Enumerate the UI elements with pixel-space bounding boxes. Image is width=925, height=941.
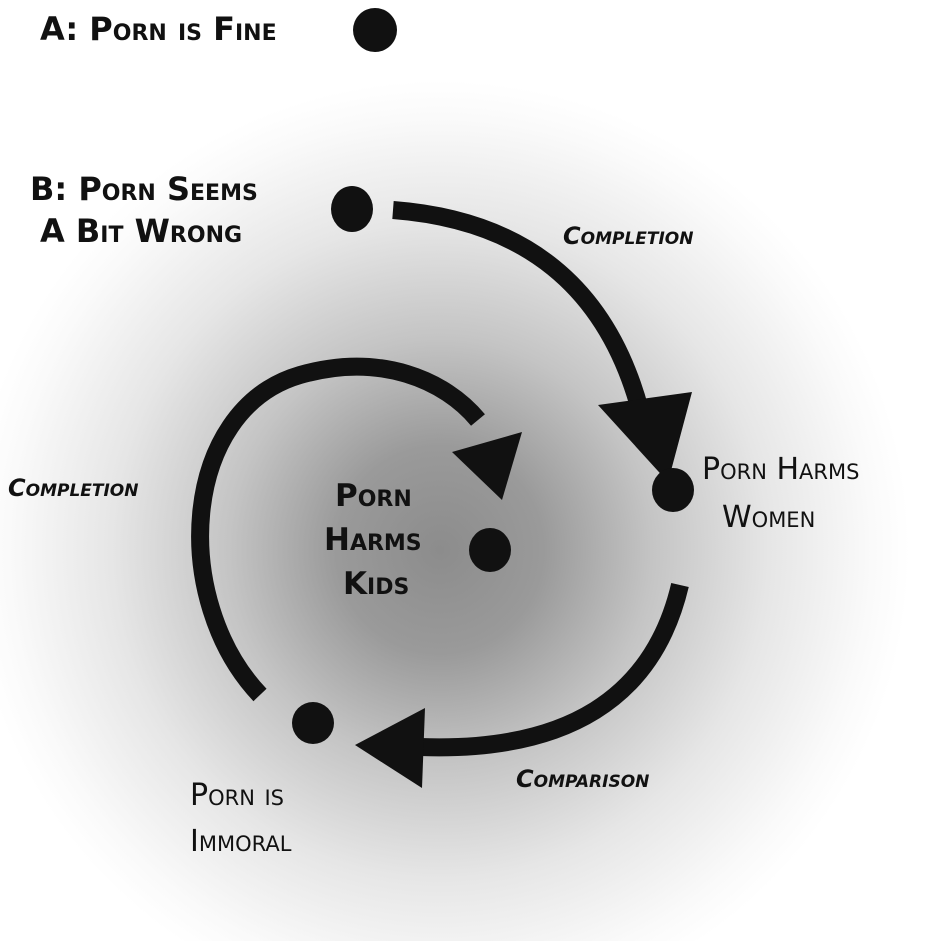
node-a-dot — [353, 8, 397, 52]
arrow-immoral-to-kids — [191, 357, 485, 702]
title-b-line2: A Bit Wrong — [40, 212, 243, 250]
edge-label-comparison: Comparison — [516, 765, 650, 793]
node-women-line1: Porn Harms — [702, 452, 860, 487]
edge-label-completion-1: Completion — [563, 222, 694, 250]
node-immoral-line2: Immoral — [190, 824, 292, 859]
arrow-women-to-immoral — [419, 582, 689, 757]
title-b-line1: B: Porn Seems — [30, 170, 258, 208]
title-a: A: Porn is Fine — [40, 10, 277, 48]
node-kids-line3: Kids — [343, 566, 410, 602]
arrow-b-to-women — [392, 201, 649, 413]
node-immoral-line1: Porn is — [190, 778, 284, 813]
node-kids-line1: Porn — [335, 478, 412, 514]
node-kids-line2: Harms — [324, 522, 422, 558]
node-women-line2: Women — [722, 500, 816, 535]
edge-label-completion-2: Completion — [8, 474, 139, 502]
node-kids-dot — [469, 528, 511, 572]
node-women-dot — [652, 468, 694, 512]
arrowhead-icon — [598, 392, 692, 482]
arrowhead-icon — [452, 432, 522, 500]
node-b-dot — [331, 186, 373, 232]
node-immoral-dot — [292, 702, 334, 744]
arrowhead-icon — [355, 708, 425, 788]
